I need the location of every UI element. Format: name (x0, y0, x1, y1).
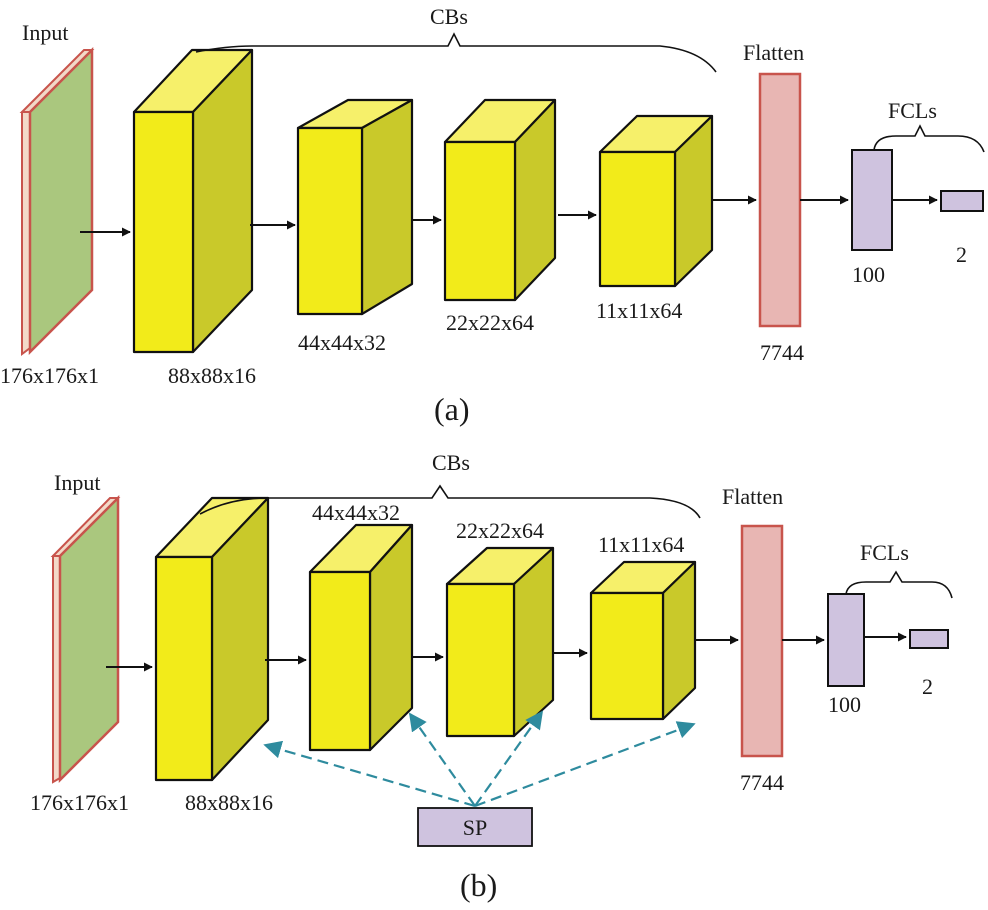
conv-block-4 (598, 114, 714, 288)
fc-layer-100 (827, 593, 865, 687)
sp-arrow-conv1 (263, 740, 476, 808)
sp-block (417, 807, 533, 847)
input-dim-label: 176x176x1 (30, 790, 129, 815)
conv-dim-label-1: 88x88x16 (185, 790, 273, 815)
fc-layer-100 (851, 149, 893, 251)
panel-a: Input 176x176x1 88x88x16 44x44x32 22x22x… (0, 4, 985, 427)
input-label: Input (22, 20, 68, 45)
conv-block-3 (443, 98, 557, 302)
conv-dim-label-3: 22x22x64 (456, 518, 544, 543)
conv-dim-label-4: 11x11x64 (596, 298, 682, 323)
fcls-brace (873, 124, 985, 153)
conv-dim-label-2: 44x44x32 (298, 330, 386, 355)
fc-dim-label-2: 2 (956, 242, 967, 267)
cbs-brace (195, 32, 717, 73)
fcls-label: FCLs (860, 540, 909, 565)
flatten-dim-label: 7744 (740, 770, 784, 795)
conv-block-3 (445, 546, 555, 738)
flatten-layer (740, 524, 784, 758)
input-dim-label: 176x176x1 (0, 363, 99, 388)
flatten-label: Flatten (743, 40, 804, 65)
flatten-dim-label: 7744 (760, 340, 804, 365)
cbs-brace (199, 484, 701, 519)
fc-dim-label-2: 2 (922, 674, 933, 699)
panel-b: Input 176x176x1 88x88x16 44x44x32 22x22x… (30, 450, 953, 903)
conv-dim-label-1: 88x88x16 (168, 363, 256, 388)
conv-block-1 (154, 496, 270, 782)
fcls-brace (845, 570, 953, 599)
fcls-label: FCLs (888, 98, 937, 123)
flatten-layer (758, 72, 802, 328)
fc-layer-2 (940, 190, 984, 212)
sp-arrow-conv3 (474, 710, 544, 807)
input-layer (19, 46, 95, 356)
conv-dim-label-4: 11x11x64 (598, 532, 684, 557)
flatten-label: Flatten (722, 484, 783, 509)
fc-layer-2 (909, 629, 949, 649)
sp-label: SP (463, 815, 487, 840)
cbs-label: CBs (432, 450, 470, 475)
caption-b: (b) (460, 867, 497, 903)
sp-arrow-conv2 (408, 712, 476, 807)
conv-block-2 (296, 98, 414, 316)
input-layer (50, 494, 121, 784)
cbs-label: CBs (430, 4, 468, 29)
fc-dim-label-1: 100 (828, 692, 861, 717)
conv-block-1 (132, 48, 254, 354)
input-label: Input (54, 470, 100, 495)
sp-arrow-conv4 (474, 721, 696, 808)
conv-dim-label-3: 22x22x64 (446, 310, 534, 335)
conv-block-2 (308, 523, 414, 752)
fc-dim-label-1: 100 (852, 262, 885, 287)
conv-dim-label-2: 44x44x32 (312, 500, 400, 525)
caption-a: (a) (434, 391, 470, 427)
conv-block-4 (589, 560, 697, 721)
